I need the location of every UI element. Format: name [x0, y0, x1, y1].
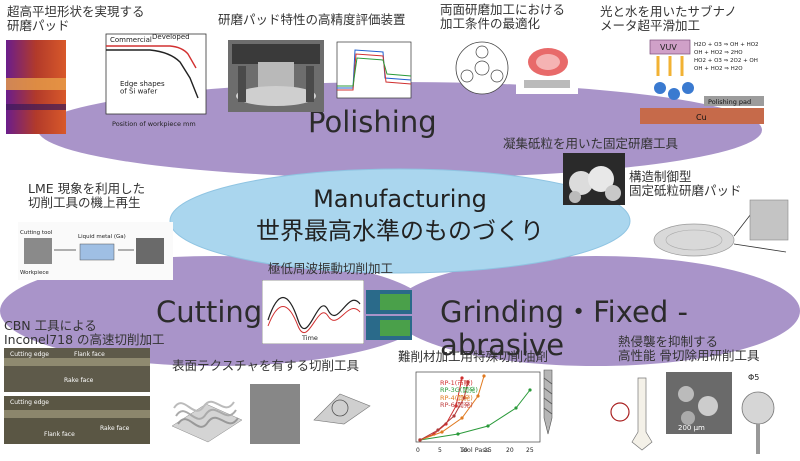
oil-legend: RP-1(市販) RP-3G(開発) RP-4(開発) RP-6(開発) [440, 379, 478, 410]
oil-point-1-1 [456, 432, 460, 436]
structured-pad-image [653, 199, 789, 257]
oil-point-2-3 [476, 394, 480, 398]
eq-3: HO2 + O3 ⇒ 2O2 + OH [694, 58, 758, 64]
label-workpiece: Workpiece [20, 270, 49, 276]
caption-double-side: 両面研磨加工における 加工条件の最適化 [440, 2, 566, 32]
label-cutting-tool: Cutting tool [20, 230, 53, 236]
oil-point-2-4 [482, 374, 486, 378]
legend-rp3g: RP-3G(開発) [440, 386, 478, 395]
oil-point-1-4 [528, 388, 532, 392]
oil-point-3-0 [418, 438, 422, 442]
grinding-ellipse [392, 256, 800, 366]
label-rake-face-2: Rake face [100, 425, 130, 432]
vibration-waveform-graph: Time [262, 280, 364, 344]
label-time-axis: Time [301, 334, 318, 342]
caption-lme: LME 現象を利用した 切削工具の機上再生 [28, 181, 146, 211]
tick-x-0: 0 [416, 447, 420, 454]
texture-tool-image [313, 393, 371, 425]
label-phi5: Φ5 [748, 373, 759, 382]
pad-heatmap-image [6, 40, 66, 134]
tick-x-5: 5 [438, 447, 442, 454]
oil-point-3-3 [462, 396, 466, 400]
agglomerated-sem-image [563, 153, 625, 205]
label-cutting-edge-2: Cutting edge [10, 399, 49, 406]
texture-sem-image [250, 384, 300, 444]
polishing-title: Polishing [308, 105, 437, 139]
eq-4: OH + HO2 ⇒ H2O [694, 66, 743, 72]
label-polishing-pad: Polishing pad [708, 98, 751, 106]
pad-property-graph [336, 41, 412, 99]
oil-point-3-2 [452, 414, 456, 418]
bone-grinding-images: 200 μm Φ5 [610, 372, 775, 454]
manufacturing-subtitle: 世界最高水準のものづくり [256, 217, 544, 245]
drill-image [543, 369, 553, 435]
label-flank-face-1: Flank face [74, 351, 105, 358]
label-cu: Cu [696, 113, 707, 122]
cbn-tool-photos: Cutting edge Flank face Rake face Cuttin… [4, 348, 150, 444]
tick-x-20: 20 [506, 447, 514, 454]
eq-2: OH + HO2 ⇒ 2HO [694, 50, 743, 56]
caption-texture: 表面テクスチャを有する切削工具 [172, 358, 360, 373]
tick-x-15: 15 [484, 447, 492, 454]
caption-pad-evaluation: 研磨パッド特性の高精度評価装置 [218, 12, 406, 27]
oil-point-0-4 [460, 376, 464, 380]
caption-cbn: CBN 工具による Inconel718 の高速切削加工 [4, 318, 165, 348]
double-side-diagram [455, 41, 509, 95]
eq-1: H2O + O3 ⇒ OH + HO2 [694, 42, 759, 48]
label-flank-face-2: Flank face [44, 431, 75, 438]
double-side-simulation [516, 38, 578, 94]
manufacturing-title: Manufacturing [313, 185, 487, 213]
oil-point-1-2 [486, 424, 490, 428]
caption-agglomerated: 凝集砥粒を用いた固定研磨工具 [503, 136, 679, 151]
oil-point-2-1 [440, 430, 444, 434]
manufacturing-ellipse [169, 168, 631, 274]
oil-point-3-1 [436, 428, 440, 432]
cutting-title: Cutting [156, 295, 263, 329]
texture-surface-3d [171, 400, 243, 443]
cutting-oil-chart: 0 5 10 15 20 25 [415, 371, 541, 454]
tick-x-25: 25 [526, 447, 534, 454]
label-vuv: VUV [660, 43, 677, 52]
label-position-axis: Position of workpiece mm [112, 120, 196, 128]
label-rake-face-1: Rake face [64, 377, 94, 384]
caption-ultralow-vibration: 極低周波振動切削加工 [268, 261, 394, 276]
label-200um: 200 μm [678, 424, 705, 432]
oil-point-0-3 [454, 404, 458, 408]
vuv-polishing-diagram: VUV H2O + O3 ⇒ OH + HO2 OH + HO2 ⇒ 2HO H… [640, 39, 764, 124]
oil-point-1-3 [514, 406, 518, 410]
caption-light-water: 光と水を用いたサブナノ メータ超平滑加工 [600, 4, 737, 34]
caption-bone: 熱侵襲を抑制する 高性能 骨切除用研削工具 [618, 334, 760, 364]
label-tool-pass: Tool Pass [460, 446, 490, 454]
label-cutting-edge-1: Cutting edge [10, 351, 49, 358]
caption-flat-pad: 超高平坦形状を実現する 研磨パッド [7, 4, 145, 34]
oil-point-2-2 [460, 416, 464, 420]
legend-rp6: RP-6(開発) [440, 401, 473, 410]
label-liquid-metal: Liquid metal (Ga) [78, 234, 126, 240]
caption-structured-pad: 構造制御型 固定砥粒研磨パッド [629, 169, 742, 199]
oil-point-3-4 [466, 380, 470, 384]
vibration-photos [366, 290, 412, 340]
caption-cutting-oil: 難削材加工用特殊切削油剤 [398, 349, 549, 364]
legend-rp4: RP-4(開発) [440, 393, 473, 402]
evaluation-apparatus-photo [228, 40, 324, 112]
grinding-title: Grinding・Fixed -abrasive [440, 295, 688, 363]
tick-x-10: 10 [460, 447, 468, 454]
label-commercial: Commercial [110, 36, 152, 44]
legend-rp1: RP-1(市販) [440, 379, 473, 387]
label-developed: Developed [152, 33, 190, 41]
lme-diagram: Liquid metal (Ga) Cutting tool Workpiece [18, 222, 173, 280]
